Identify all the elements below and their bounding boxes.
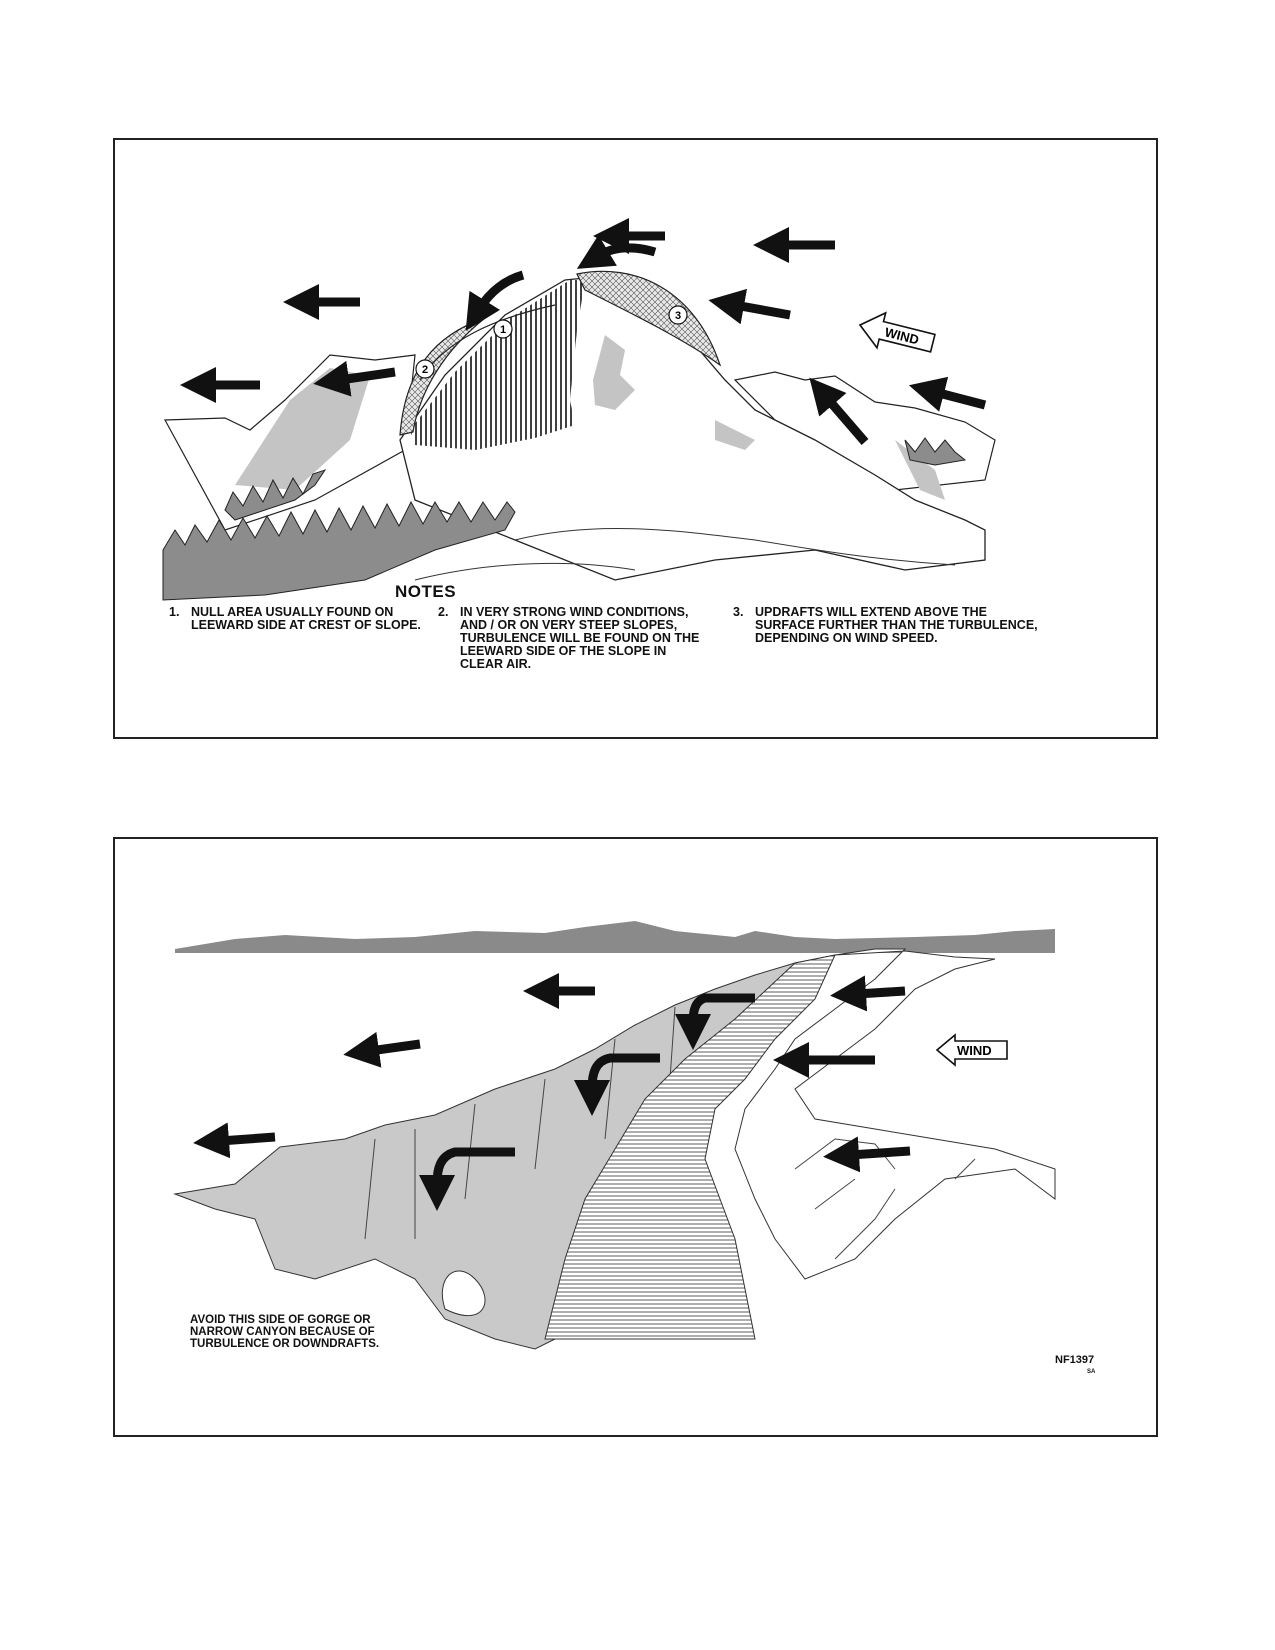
distant-mountains: [175, 921, 1055, 953]
null-area-hatch: [410, 280, 585, 450]
marker-3: 3: [668, 305, 688, 325]
figure-id: NF1397: [1055, 1354, 1095, 1366]
wind-direction-arrow: WIND: [858, 311, 936, 353]
svg-text:1: 1: [500, 324, 506, 336]
note-1: 1. NULL AREA USUALLY FOUND ON LEEWARD SI…: [169, 605, 421, 632]
tree-line-right: [904, 437, 967, 466]
figure-sub-id: SA: [1087, 1369, 1096, 1375]
wind-arrows: [193, 973, 911, 1173]
canyon-caption: AVOID THIS SIDE OF GORGE OR NARROW CANYO…: [190, 1314, 380, 1350]
turbulence-zone-3: [576, 270, 722, 367]
marker-2: 2: [415, 359, 435, 379]
canyon-airflow-diagram: WIND AVOID THIS SIDE OF GORGE OR NARROW …: [113, 837, 1158, 1437]
svg-text:3: 3: [675, 310, 681, 322]
mountain-airflow-diagram: WIND 1 2 3 NOTES 1. NULL AREA USUALLY FO…: [113, 138, 1158, 739]
canyon-illustration: WIND: [173, 921, 1056, 1350]
left-ridge-shade: [235, 368, 370, 490]
canyon-floor: [544, 954, 836, 1340]
tree-line-back: [224, 469, 327, 521]
mountain-illustration: WIND 1 2 3: [162, 218, 996, 601]
notes-title: NOTES: [395, 582, 457, 601]
marker-1: 1: [493, 319, 513, 339]
right-canyon-wall: [734, 948, 1056, 1280]
svg-text:2: 2: [422, 364, 428, 376]
wind-direction-arrow: WIND: [935, 1033, 1008, 1067]
tree-line-left: [162, 500, 516, 601]
wind-arrows: [180, 218, 987, 445]
note-3: 3. UPDRAFTS WILL EXTEND ABOVE THE SURFAC…: [733, 605, 1038, 645]
note-2: 2. IN VERY STRONG WIND CONDITIONS, AND /…: [438, 605, 700, 671]
downdraft-arrows: [419, 993, 755, 1211]
wind-label: WIND: [957, 1043, 992, 1058]
